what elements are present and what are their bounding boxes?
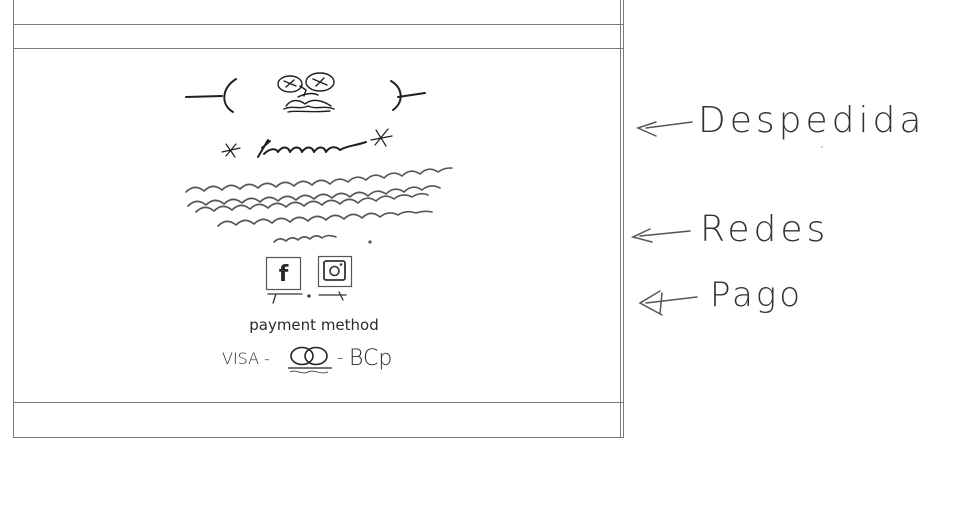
arrow-pago-icon <box>638 290 698 316</box>
instagram-icon[interactable] <box>317 255 353 288</box>
logo-eye-right <box>305 72 335 92</box>
right-bracket <box>390 80 426 111</box>
farewell-section <box>185 72 453 244</box>
left-bracket <box>185 78 237 113</box>
message-line-5 <box>273 234 337 243</box>
message-dot <box>368 240 372 244</box>
bcp-label: BCp <box>349 346 392 371</box>
visa-label: VISA - <box>222 349 270 368</box>
payment-separator: - <box>337 347 344 368</box>
annotations: Despedida Redes Pago <box>630 100 925 316</box>
payment-method-caption: payment method <box>249 316 379 334</box>
title-scribble <box>257 139 367 158</box>
logo-eye-left <box>277 75 303 93</box>
annotation-redes-label: Redes <box>700 209 829 250</box>
arrow-despedida-icon <box>635 121 693 137</box>
farewell-title-scribble <box>221 128 393 158</box>
payment-section: payment method VISA - - BCp <box>222 316 392 374</box>
annotation-despedida: Despedida <box>635 100 925 141</box>
annotation-redes: Redes <box>630 209 829 250</box>
facebook-glyph: f <box>279 262 289 287</box>
social-section: f <box>265 255 353 304</box>
social-underline-scribble <box>267 291 347 304</box>
stray-dot <box>821 146 823 148</box>
annotation-despedida-label: Despedida <box>698 100 925 141</box>
message-line-3 <box>195 192 429 213</box>
star-right <box>370 128 393 147</box>
annotation-pago-label: Pago <box>710 275 803 315</box>
logo-sketch <box>277 72 335 113</box>
facebook-icon[interactable]: f <box>265 256 302 291</box>
mastercard-icon <box>288 346 332 374</box>
star-left <box>221 143 241 158</box>
message-line-2 <box>187 185 441 207</box>
message-line-1 <box>185 167 453 193</box>
farewell-message-scribble <box>185 167 453 244</box>
wireframe-frame <box>13 0 624 438</box>
arrow-redes-icon <box>630 228 691 243</box>
annotation-pago: Pago <box>638 275 803 316</box>
message-line-4 <box>217 210 433 227</box>
